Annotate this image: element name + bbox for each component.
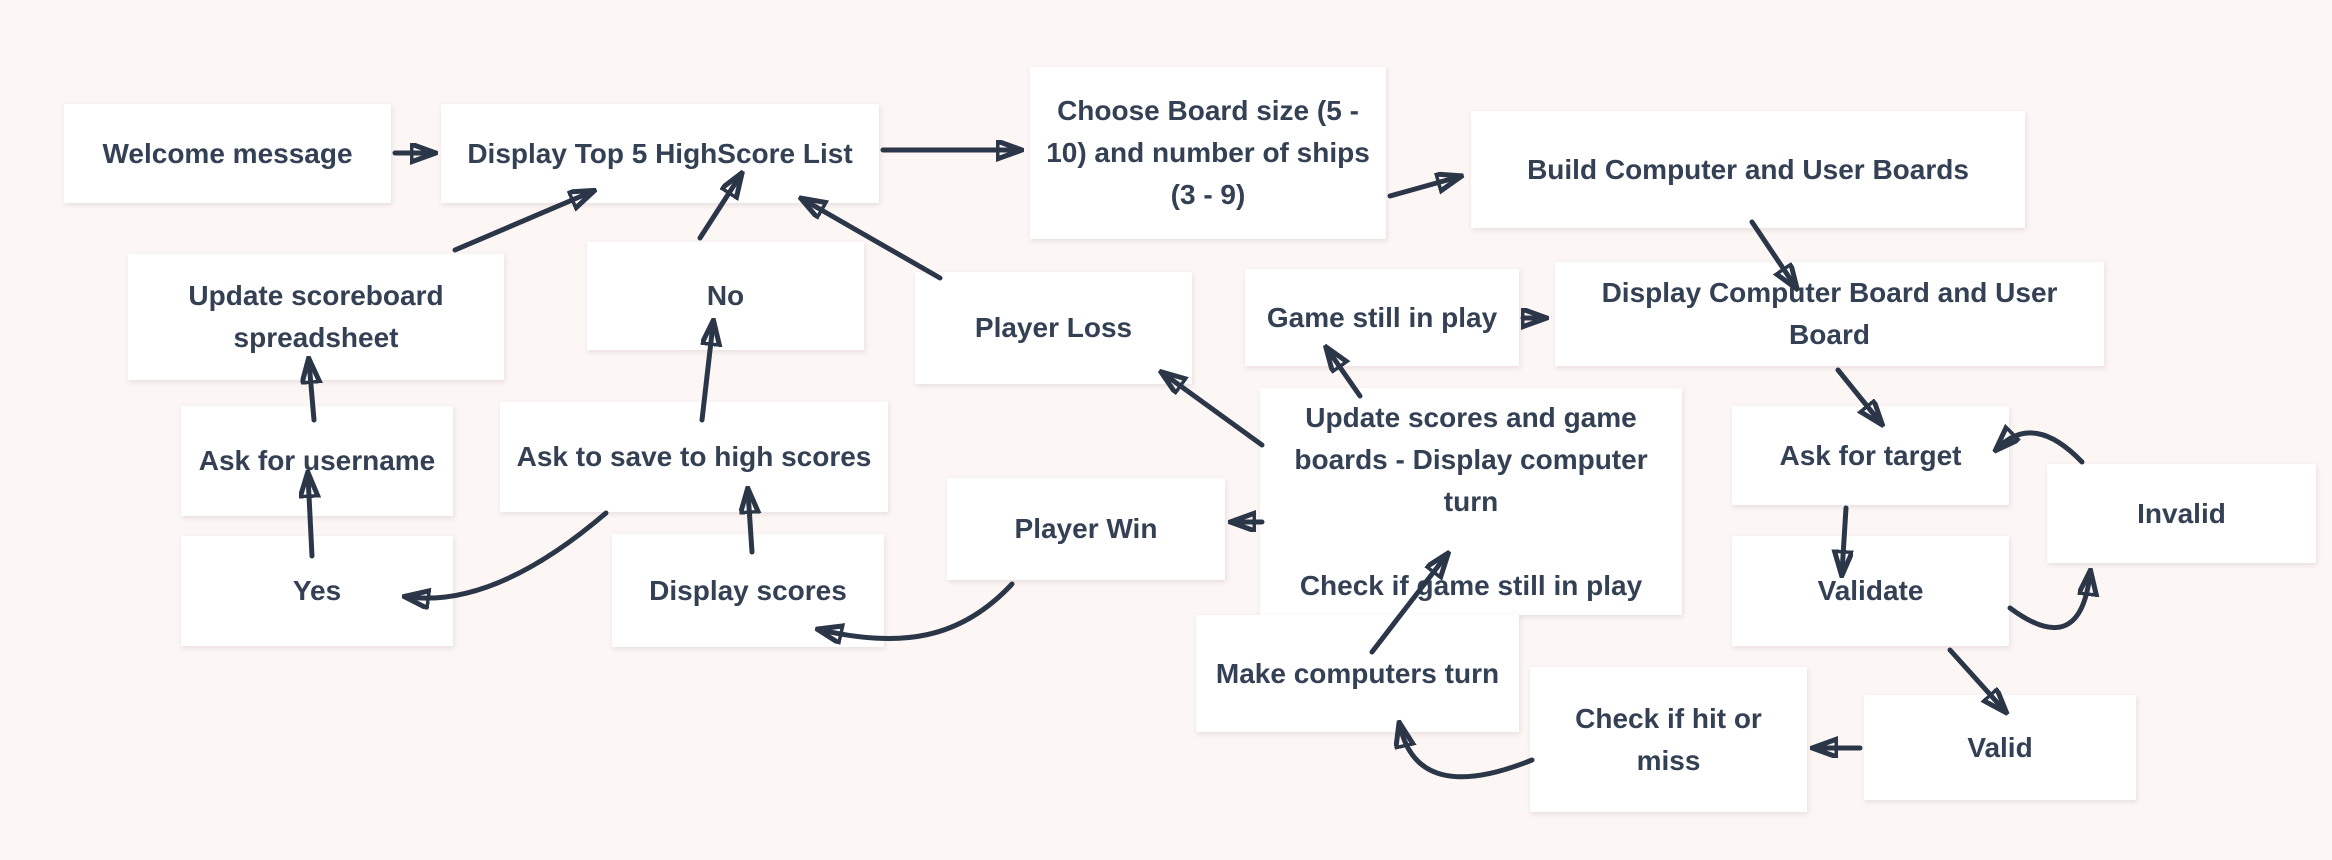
node-update-scores[interactable]: Update scores and game boards - Display … <box>1260 388 1682 615</box>
edge-validate-to-invalid <box>2007 574 2090 631</box>
node-player-loss[interactable]: Player Loss <box>915 272 1192 384</box>
node-player-win[interactable]: Player Win <box>947 478 1225 580</box>
node-check-hit[interactable]: Check if hit or miss <box>1530 667 1807 812</box>
node-make-turn[interactable]: Make computers turn <box>1196 615 1519 732</box>
node-display-scores[interactable]: Display scores <box>612 534 884 647</box>
node-no[interactable]: No <box>587 242 864 350</box>
node-display-top5[interactable]: Display Top 5 HighScore List <box>441 104 879 203</box>
edge-invalid-to-ask-target <box>1998 433 2085 465</box>
node-choose-board[interactable]: Choose Board size (5 - 10) and number of… <box>1030 67 1386 239</box>
node-valid[interactable]: Valid <box>1864 695 2136 800</box>
node-game-still[interactable]: Game still in play <box>1245 269 1519 366</box>
node-update-spreadsheet[interactable]: Update scoreboard spreadsheet <box>128 254 504 380</box>
edge-check-hit-to-make-turn <box>1400 726 1535 780</box>
node-display-boards[interactable]: Display Computer Board and User Board <box>1555 262 2104 366</box>
node-build-boards[interactable]: Build Computer and User Boards <box>1471 111 2025 228</box>
node-yes[interactable]: Yes <box>181 536 453 646</box>
node-ask-save[interactable]: Ask to save to high scores <box>500 402 888 512</box>
node-invalid[interactable]: Invalid <box>2047 464 2316 563</box>
node-welcome[interactable]: Welcome message <box>64 104 391 203</box>
edge-update-scores-to-player-loss <box>1164 374 1265 448</box>
node-ask-target[interactable]: Ask for target <box>1732 406 2009 505</box>
node-ask-username[interactable]: Ask for username <box>181 406 453 516</box>
edge-choose-board-to-build-boards <box>1387 177 1458 199</box>
node-validate[interactable]: Validate <box>1732 536 2009 646</box>
